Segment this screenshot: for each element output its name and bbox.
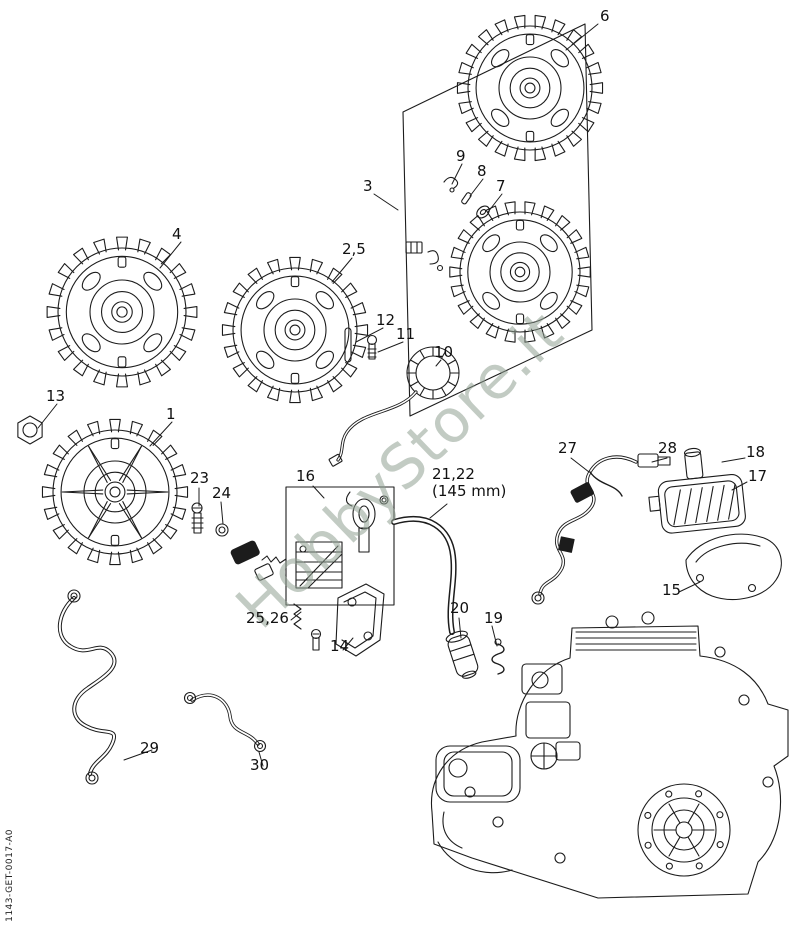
callout-21-22: 21,22(145 mm) [432,465,507,501]
callout-23: 23 [190,469,210,487]
callout-28: 28 [658,439,678,457]
screw-23 [191,502,204,534]
callout-29: 29 [140,739,160,757]
callout-10: 10 [434,343,454,361]
callout-16: 16 [296,467,316,485]
ignition-coil-17-18 [648,447,746,534]
callout-3: 3 [363,177,373,195]
flywheel-in-box-3 [449,201,591,343]
callout-7: 7 [496,177,506,195]
contact-carrier [230,540,287,581]
callout-13: 13 [46,387,66,405]
flywheel-pos-2-5 [221,256,369,404]
spark-plug-wire-21-22 [391,516,457,635]
callout-4: 4 [172,225,182,243]
callout-12: 12 [376,311,396,329]
small-parts-7-8-9 [405,176,490,272]
callout-30: 30 [250,756,270,774]
bracket-14 [335,583,385,657]
ground-wire-29 [57,589,117,785]
callout-6: 6 [600,7,610,25]
callout-2-5: 2,5 [342,240,366,258]
cover-15 [685,533,782,600]
callout-18: 18 [746,443,766,461]
document-code: 1143-GET-0017-A0 [5,829,15,922]
nut-13 [17,415,43,445]
wire-30 [183,691,267,753]
callout-27: 27 [558,439,578,457]
flywheel-pos-6 [456,14,604,162]
trigger-ring-10 [328,346,460,467]
engine-assembly [430,611,789,899]
callout-15: 15 [662,581,682,599]
pin-12 [344,327,352,363]
callout-20: 20 [450,599,470,617]
assembly-box-3 [402,23,593,417]
callout-25-26: 25,26 [246,609,289,627]
callout-1: 1 [166,405,176,423]
wiring-harness-27 [531,455,638,605]
callout-14: 14 [330,637,350,655]
boot-20 [445,630,479,679]
callout-11: 11 [396,325,416,343]
leader-lines [37,23,748,767]
callout-9: 9 [456,147,466,165]
washer-24 [215,523,229,537]
ignition-module-16 [285,486,395,606]
callout-17: 17 [748,467,768,485]
callout-24: 24 [212,484,232,502]
spring-19 [491,638,505,675]
callout-8: 8 [477,162,487,180]
flywheel-pos-1 [41,418,189,566]
flywheel-pos-4 [46,236,198,388]
contact-parts-25-26 [293,603,322,651]
callout-19: 19 [484,609,504,627]
screw-11 [366,334,378,360]
